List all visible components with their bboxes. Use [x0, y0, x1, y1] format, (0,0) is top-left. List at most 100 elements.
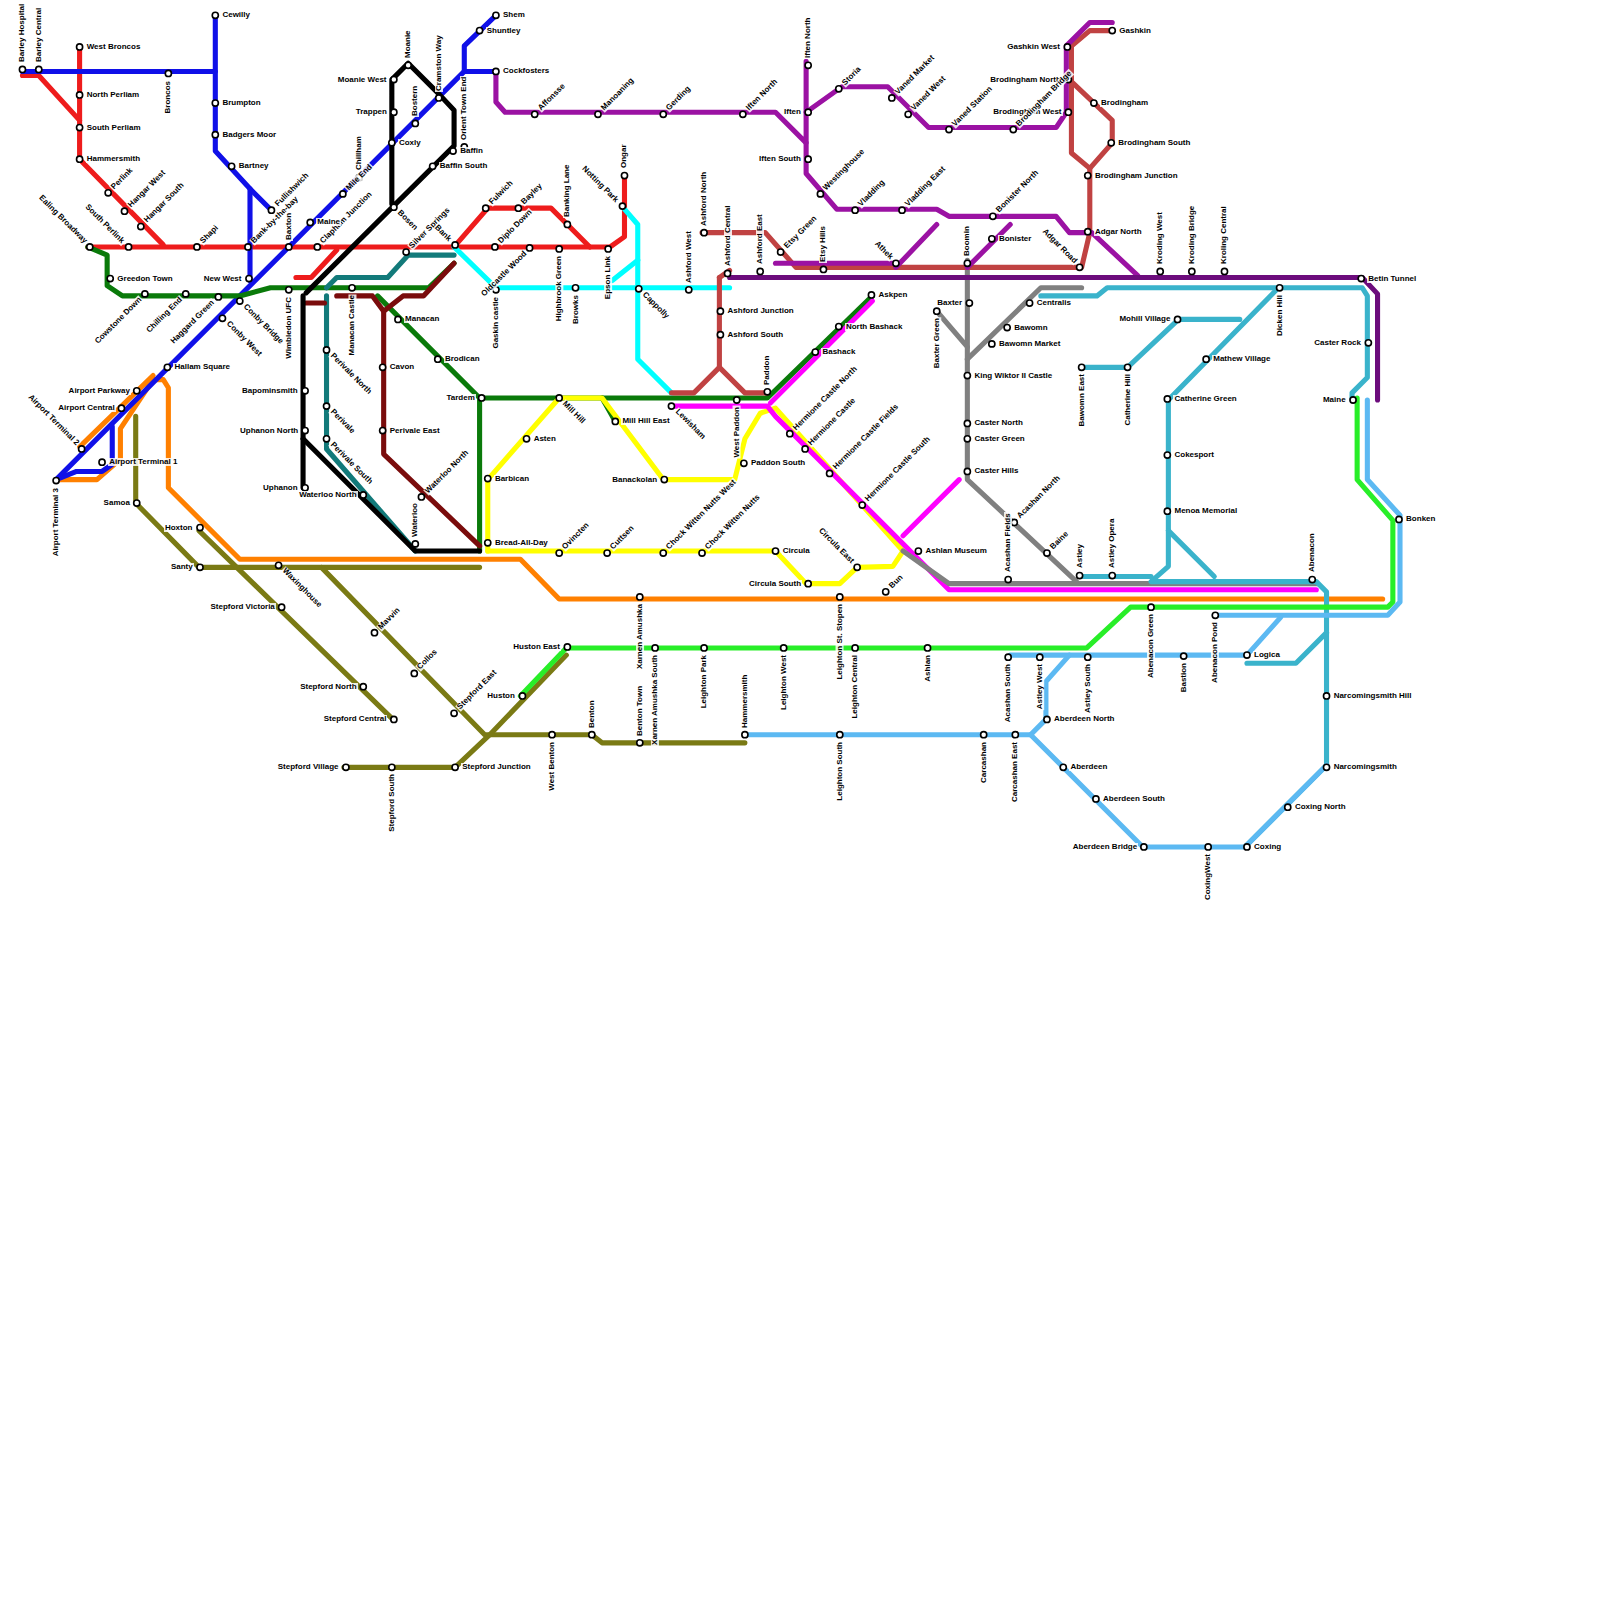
- station-label: Carcashan: [980, 741, 988, 784]
- station-label: Epson Link: [604, 255, 612, 300]
- station-label: Hoxton: [164, 524, 194, 532]
- station-label: Ovincten: [560, 521, 591, 552]
- station-label: Stepford South: [388, 773, 396, 833]
- station-label: Maine: [316, 218, 341, 226]
- station-dot: [1203, 356, 1209, 362]
- station-label: West Broncos: [86, 43, 142, 51]
- station-dot: [964, 420, 970, 426]
- station-label: Aberdeen North: [1053, 715, 1115, 723]
- station-label: Highbrook Green: [556, 255, 564, 322]
- station-dot: [1109, 28, 1115, 34]
- station-dot: [1174, 316, 1180, 322]
- station-label: Affonsse: [536, 82, 567, 113]
- station-label: Brodingham Junction: [1094, 172, 1179, 180]
- station-dot: [827, 470, 833, 476]
- station-dot: [53, 478, 59, 484]
- station-dot: [237, 298, 243, 304]
- station-label: Astley: [1076, 543, 1084, 569]
- station-label: Diplo Down: [496, 207, 534, 245]
- station-dot: [1011, 519, 1017, 525]
- station-dot: [652, 645, 658, 651]
- station-label: Trappen: [355, 108, 388, 116]
- station-dot: [1181, 653, 1187, 659]
- station-dot: [515, 205, 521, 211]
- station-label: Xarnen Amushka South: [651, 654, 659, 746]
- station-label: Perivale East: [389, 427, 441, 435]
- station-label: Mill Hill East: [621, 417, 670, 425]
- station-label: Ashford Central: [724, 205, 732, 267]
- station-dot: [77, 156, 83, 162]
- station-label: Baine: [1048, 529, 1070, 551]
- station-label: Barley Hospital: [18, 3, 26, 63]
- station-dot: [1365, 340, 1371, 346]
- station-label: Stepford Victoria: [210, 603, 276, 611]
- station-dot: [1141, 844, 1147, 850]
- station-label: Iften North: [744, 77, 780, 113]
- station-dot: [1064, 44, 1070, 50]
- station-dot: [1157, 268, 1163, 274]
- station-dot: [286, 287, 292, 293]
- station-dot: [405, 62, 411, 68]
- station-dot: [323, 347, 329, 353]
- station-label: New West: [203, 275, 243, 283]
- station-dot: [105, 190, 111, 196]
- station-dot: [905, 111, 911, 117]
- station-label: Coxing North: [1294, 803, 1347, 811]
- station-dot: [915, 548, 921, 554]
- station-label: Ashford Junction: [727, 307, 795, 315]
- station-label: Ashford West: [685, 230, 693, 284]
- station-label: Leighton Central: [851, 654, 859, 720]
- station-label: Shapi: [198, 223, 220, 245]
- station-label: Stepford Village: [277, 763, 340, 771]
- station-label: Stepford North: [299, 683, 357, 691]
- station-label: Banking Lane: [563, 164, 571, 218]
- station-label: South Perlink: [83, 202, 127, 246]
- station-label: Bostern: [411, 85, 419, 117]
- station-dot: [165, 70, 171, 76]
- station-label: Banackolan: [611, 476, 658, 484]
- station-dot: [197, 564, 203, 570]
- station-dot: [276, 562, 282, 568]
- station-label: Cowstone Down: [93, 295, 144, 346]
- station-label: Bonister North: [994, 168, 1041, 215]
- station-dot: [19, 66, 25, 72]
- station-label: Asten: [533, 435, 557, 443]
- station-label: Etsy Hills: [819, 225, 827, 263]
- station-label: Abenacon: [1308, 533, 1316, 574]
- station-dot: [742, 732, 748, 738]
- station-label: Perivale: [328, 407, 357, 436]
- station-label: Caster Hills: [973, 467, 1019, 475]
- station-dot: [787, 431, 793, 437]
- station-label: Bayley: [520, 182, 545, 207]
- station-label: Barbican: [494, 475, 530, 483]
- station-label: Bank: [433, 223, 454, 244]
- station-dot: [493, 68, 499, 74]
- station-dot: [532, 111, 538, 117]
- station-label: Brodingham: [1100, 99, 1149, 107]
- station-label: Brodingham North: [989, 76, 1062, 84]
- station-dot: [485, 476, 491, 482]
- station-dot: [889, 95, 895, 101]
- station-label: Baxter: [936, 299, 963, 307]
- station-dot: [194, 244, 200, 250]
- station-dot: [391, 716, 397, 722]
- station-label: West Paddon: [732, 406, 740, 459]
- station-label: Dicken Hill: [1275, 294, 1283, 337]
- station-label: Caster North: [973, 419, 1023, 427]
- station-label: Orient Town End: [460, 75, 468, 140]
- station-label: Bonken: [1405, 515, 1436, 523]
- station-dot: [701, 230, 707, 236]
- station-label: Baxter Green: [933, 317, 941, 369]
- station-label: Ashford East: [756, 214, 764, 266]
- station-label: Boomin: [963, 225, 971, 257]
- station-label: Circula: [782, 547, 811, 555]
- station-dot: [1164, 452, 1170, 458]
- station-label: Ealing Broadway: [36, 193, 89, 246]
- station-dot: [686, 287, 692, 293]
- station-label: Logica: [1253, 651, 1281, 659]
- station-label: Bawomn Market: [998, 340, 1061, 348]
- station-dot: [87, 244, 93, 250]
- station-dot: [805, 62, 811, 68]
- station-dot: [452, 242, 458, 248]
